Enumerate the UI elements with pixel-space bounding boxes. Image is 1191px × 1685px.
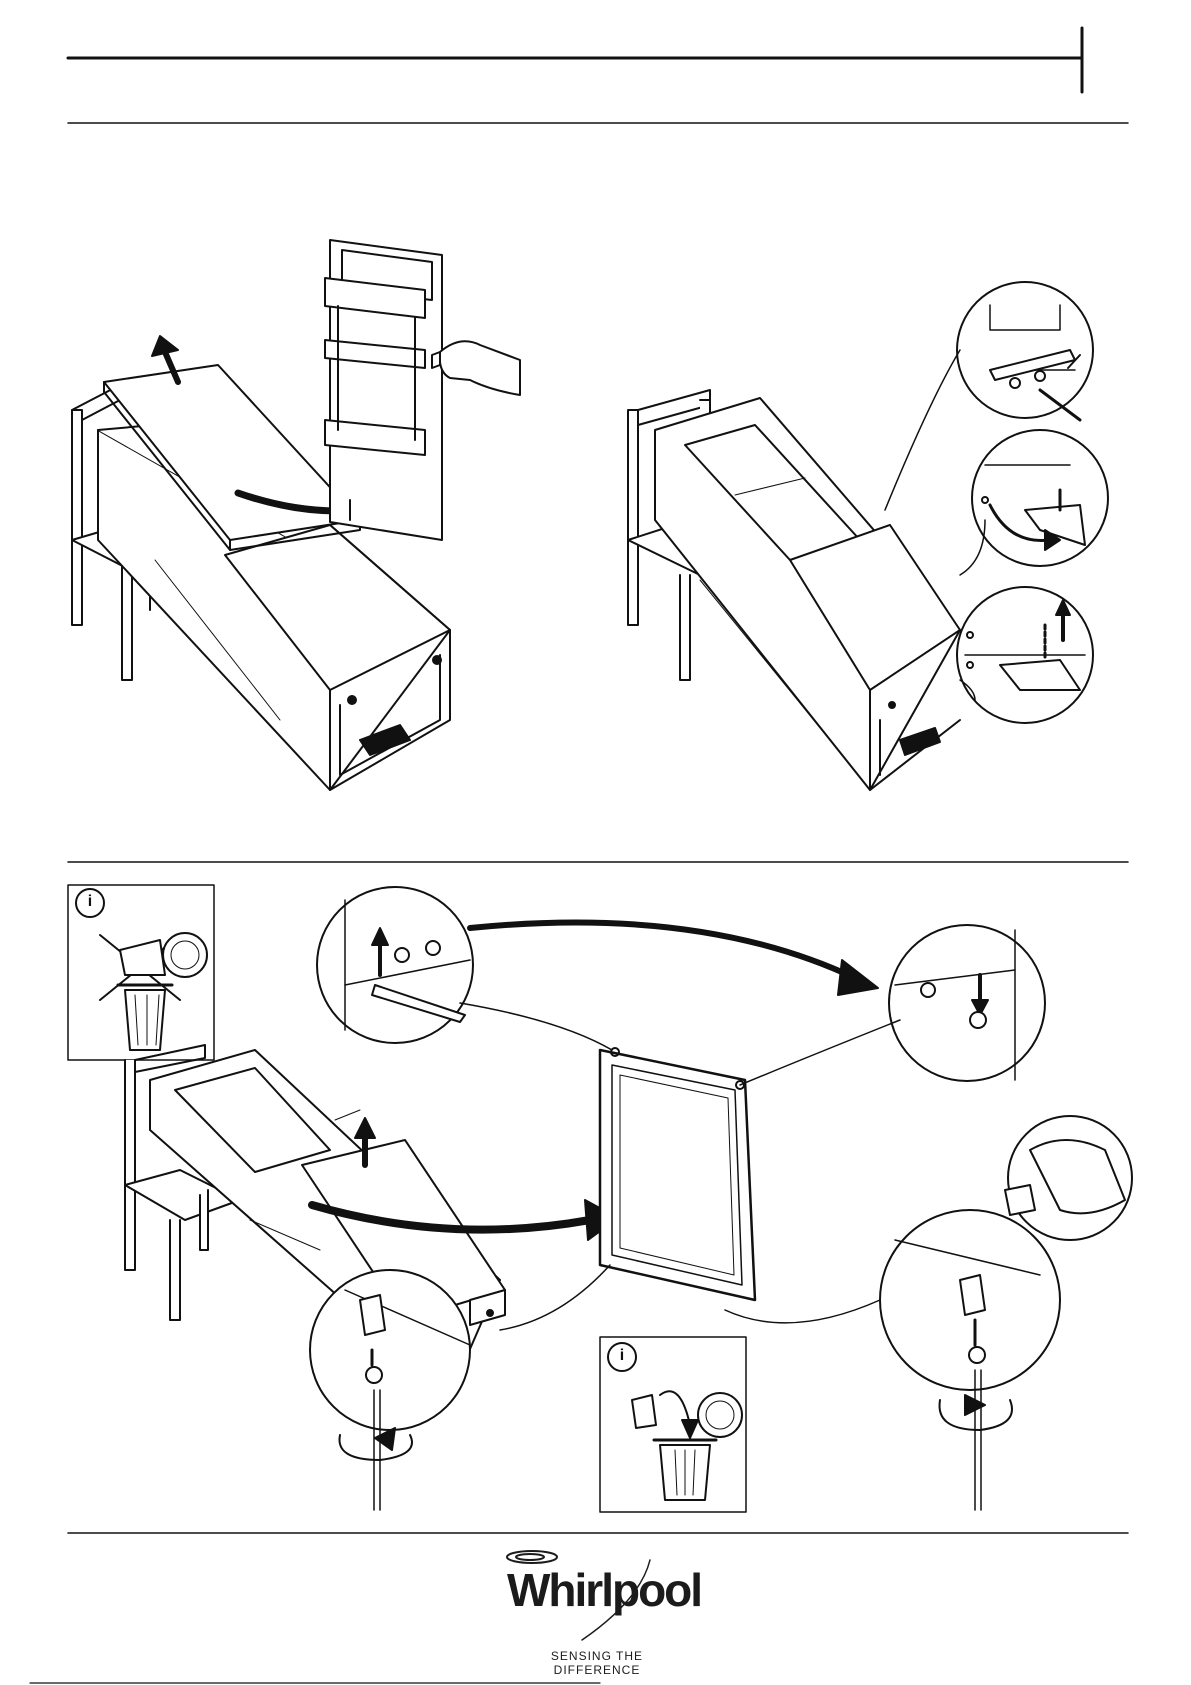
appliance-body (655, 398, 960, 790)
zoom-detail-hinge-screws (957, 282, 1093, 420)
header-rules (68, 28, 1128, 123)
door-panel (325, 240, 442, 540)
zoom-detail-pin-lift (957, 587, 1093, 723)
step-2-illustration (628, 282, 1108, 790)
step-3-illustration (68, 885, 1132, 1512)
zoom-detail-spare-parts-bag (1005, 1116, 1132, 1240)
zoom-detail-bracket-unscrew (310, 1270, 470, 1510)
brand-logo-wordmark: Whirlpool (507, 1563, 701, 1617)
zoom-detail-pin-removal (317, 887, 473, 1043)
zoom-detail-hinge-rotate (972, 430, 1108, 566)
zoom-detail-bracket-screw (880, 1210, 1060, 1510)
door-panel (600, 1048, 755, 1300)
info-box-do-not-discard (68, 885, 214, 1060)
zoom-detail-pin-insert (889, 925, 1045, 1081)
info-icon-1: i (85, 893, 95, 911)
brand-tagline: SENSING THE DIFFERENCE (507, 1649, 687, 1677)
hand (432, 341, 520, 395)
info-icon-2: i (617, 1347, 627, 1365)
step-1-illustration (72, 240, 520, 790)
screw-cap-icon (632, 1395, 656, 1428)
